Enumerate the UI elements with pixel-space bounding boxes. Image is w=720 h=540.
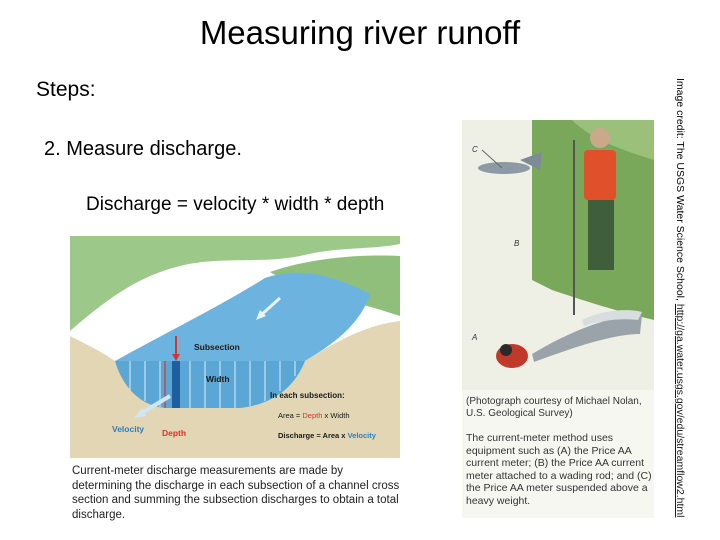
image-credit-link[interactable]: http://ga.water.usgs.gov/edu/streamflow2… — [674, 303, 686, 518]
steps-label: Steps: — [36, 78, 96, 101]
discharge-formula: Discharge = velocity * width * depth — [86, 194, 385, 215]
area-equation: Area = Depth x Width — [278, 411, 350, 420]
subsection-label: Subsection — [194, 342, 240, 352]
image-credit: Image credit: The USGS Water Science Sch… — [664, 78, 686, 518]
photo-label-a: A — [471, 333, 477, 342]
discharge-diagram: Subsection Width Velocity Depth In each … — [70, 236, 400, 458]
each-subsection-label: In each subsection: — [270, 391, 345, 400]
photo-credit: (Photograph courtesy of Michael Nolan, U… — [466, 396, 642, 419]
image-credit-text: Image credit: The USGS Water Science Sch… — [674, 78, 686, 304]
width-label: Width — [206, 374, 230, 384]
discharge-equation: Discharge = Area x Velocity — [278, 431, 377, 440]
slide-title: Measuring river runoff — [199, 14, 521, 51]
depth-label: Depth — [162, 428, 186, 438]
diagram-caption: Current-meter discharge measurements are… — [72, 465, 400, 521]
current-meter-photo: C B A — [462, 120, 654, 390]
current-meter-photo-panel: C B A (Photograph courtesy of Michael No… — [462, 120, 654, 518]
photo-caption: The current-meter method uses equipment … — [466, 432, 652, 507]
photo-label-b: B — [514, 239, 520, 248]
velocity-label: Velocity — [112, 424, 144, 434]
photo-label-c: C — [472, 145, 478, 154]
step-item: 2. Measure discharge. — [44, 138, 242, 160]
